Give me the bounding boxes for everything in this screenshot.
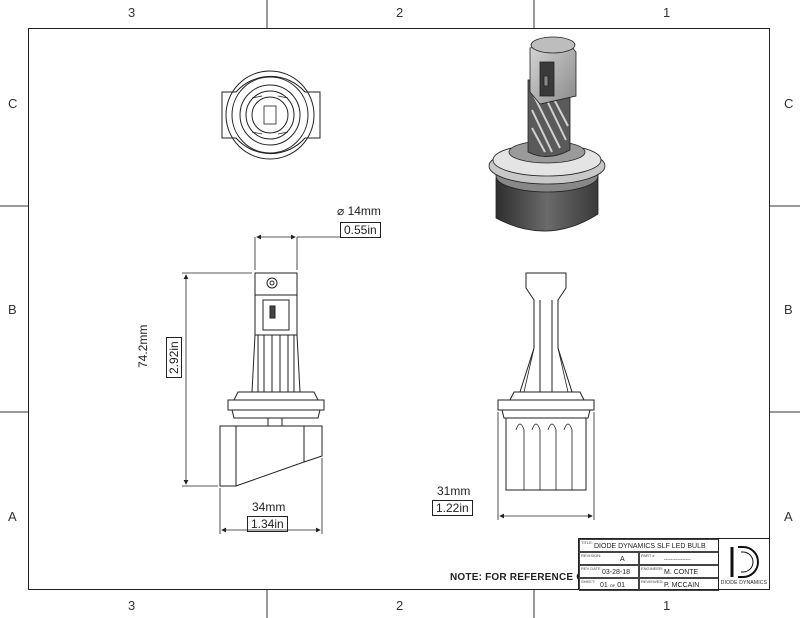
diameter-metric-value: 14mm	[347, 204, 381, 218]
dim-diameter-metric: ⌀ 14mm	[337, 204, 381, 218]
tb-sheet-label: SHEET:	[581, 579, 596, 584]
tb-sheet-cell: SHEET: 01 OF 01	[579, 578, 639, 591]
zone-row-right-a: A	[784, 509, 793, 524]
diameter-symbol: ⌀	[337, 204, 345, 218]
zone-row-left-c: C	[8, 96, 18, 111]
dim-width-side-metric: 31mm	[437, 484, 471, 498]
company-logo: DIODE DYNAMICS	[718, 538, 770, 590]
tb-rev-date-cell: REV DATE: 03-28-18	[579, 565, 639, 578]
tb-sheet-total: 01	[617, 582, 626, 589]
tb-part-cell: PART # ----------------	[639, 552, 719, 565]
drawing-frame	[28, 28, 770, 590]
front-view	[219, 272, 325, 487]
tb-reviewed-label: REVIEWED:	[641, 579, 664, 584]
tb-rev-date-value: 03-28-18	[602, 569, 631, 576]
tb-revision-cell: REVISION: A	[579, 552, 639, 565]
zone-col-bottom-3: 3	[128, 598, 136, 613]
tb-title-label: TITLE:	[581, 540, 594, 545]
tb-reviewed-value: P. MCCAIN	[664, 582, 700, 589]
top-view	[221, 70, 321, 160]
dim-width-front-imperial: 1.34in	[247, 516, 288, 532]
tb-sheet-number: 01	[600, 582, 608, 589]
tb-title-cell: TITLE: DIODE DYNAMICS SLF LED BULB	[579, 539, 719, 552]
tb-reviewed-cell: REVIEWED: P. MCCAIN	[639, 578, 719, 591]
tb-rev-date-label: REV DATE:	[581, 566, 602, 571]
dim-width-side-imperial: 1.22in	[432, 500, 473, 516]
dim-width-front-metric: 34mm	[252, 500, 286, 514]
tb-part-value: ----------------	[664, 557, 691, 563]
tb-engineer-cell: ENGINEER: M. CONTE	[639, 565, 719, 578]
zone-col-top-1: 1	[663, 5, 671, 20]
dim-height-imperial: 2.92in	[166, 337, 182, 378]
zone-col-bottom-1: 1	[663, 598, 671, 613]
dim-diameter-imperial: 0.55in	[340, 222, 381, 238]
tb-engineer-value: M. CONTE	[664, 569, 699, 576]
zone-row-right-c: C	[784, 96, 794, 111]
tb-revision-value: A	[620, 556, 625, 563]
tb-title-value: DIODE DYNAMICS SLF LED BULB	[594, 543, 706, 550]
dimension-lines	[182, 234, 595, 534]
zone-row-right-b: B	[784, 302, 793, 317]
reference-note: NOTE: FOR REFERENCE ONLY	[450, 572, 604, 583]
tb-revision-label: REVISION:	[581, 553, 602, 558]
isometric-render	[488, 36, 606, 232]
zone-row-left-a: A	[8, 509, 17, 524]
diode-dynamics-d-logo-icon	[730, 546, 759, 578]
tb-part-label: PART #	[641, 553, 655, 558]
zone-col-bottom-2: 2	[396, 598, 404, 613]
zone-col-top-3: 3	[128, 5, 136, 20]
dim-height-metric: 74.2mm	[136, 324, 150, 368]
zone-col-top-2: 2	[396, 5, 404, 20]
side-view	[497, 272, 595, 491]
tb-engineer-label: ENGINEER:	[641, 566, 664, 571]
tb-sheet-of: OF	[609, 583, 616, 588]
title-block: TITLE: DIODE DYNAMICS SLF LED BULB REVIS…	[578, 538, 770, 591]
tb-sheet-value: 01 OF 01	[600, 582, 625, 589]
zone-row-left-b: B	[8, 302, 17, 317]
logo-text: DIODE DYNAMICS	[720, 580, 768, 586]
